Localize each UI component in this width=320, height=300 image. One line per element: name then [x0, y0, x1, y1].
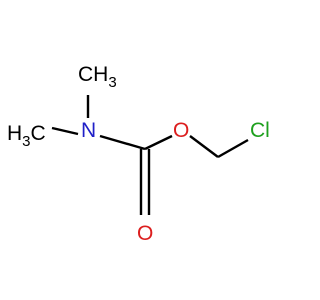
chlorine-label: Cl [250, 119, 270, 142]
bond-ch2-cl [217, 138, 249, 159]
bonds [51, 95, 249, 215]
bond-h3c-n [51, 126, 79, 136]
bond-c-o-ether [144, 134, 173, 151]
methyl-top-label: CH3 [78, 63, 117, 91]
methyl-top-ch: CH [78, 63, 108, 86]
methyl-top-subscript: 3 [108, 74, 116, 91]
bond-n-c [99, 134, 146, 151]
structure-diagram: CH3 H3C N O O Cl [7, 63, 270, 245]
nitrogen-label: N [81, 119, 96, 142]
methyl-left-c: C [31, 122, 46, 145]
carbonyl-oxygen-label: O [137, 222, 153, 245]
methyl-left-h: H [7, 122, 22, 145]
bond-o-ch2 [189, 135, 219, 158]
ether-oxygen-label: O [173, 119, 189, 142]
methyl-left-label: H3C [7, 122, 46, 150]
methyl-left-subscript: 3 [22, 133, 30, 150]
